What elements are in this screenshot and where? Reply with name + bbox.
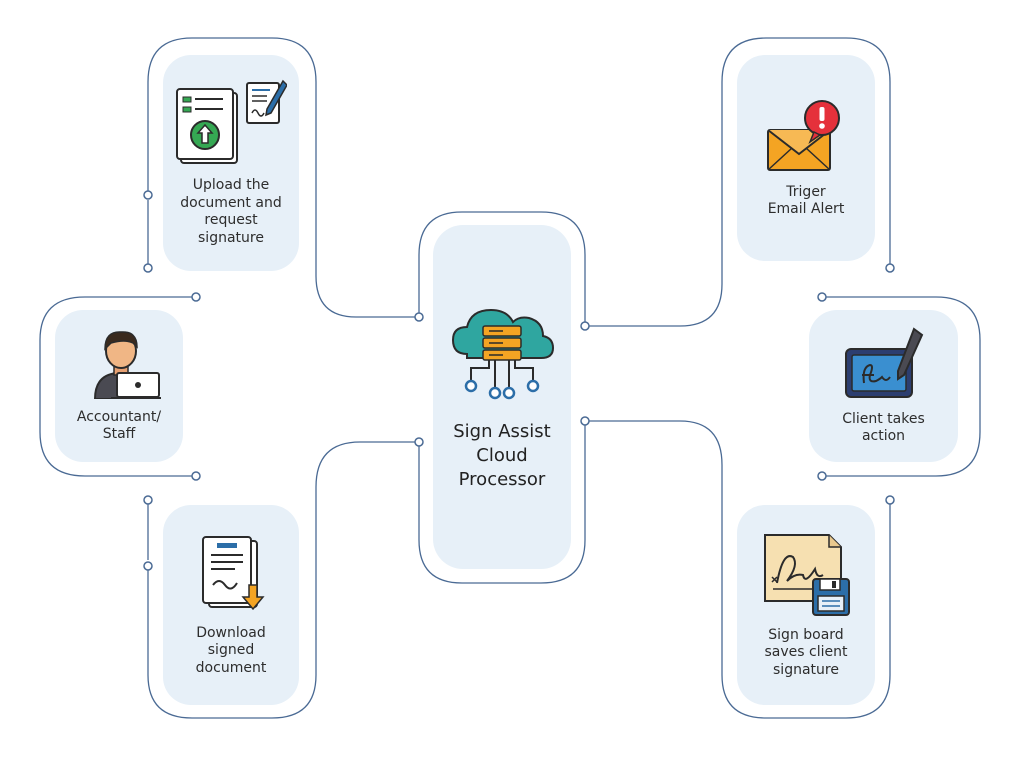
connector-dot — [143, 190, 153, 200]
node-accountant-label: Accountant/ Staff — [76, 408, 162, 443]
node-client-label: Client takes action — [842, 410, 925, 445]
connector-dot — [885, 495, 895, 505]
node-upload: Upload the document and request signatur… — [163, 55, 299, 271]
node-email-label: Triger Email Alert — [767, 183, 845, 218]
node-center: Sign Assist Cloud Processor — [433, 225, 571, 569]
email-alert-icon — [764, 98, 848, 174]
signature-save-icon — [759, 531, 853, 617]
node-center-label: Sign Assist Cloud Processor — [453, 421, 551, 490]
connector-dot — [143, 263, 153, 273]
connector-dot — [885, 263, 895, 273]
connector-dot — [580, 416, 590, 426]
node-client: Client takes action — [809, 310, 958, 462]
connector-dot — [817, 471, 827, 481]
node-signboard-label: Sign board saves client signature — [764, 626, 848, 678]
node-upload-label: Upload the document and request signatur… — [180, 177, 282, 246]
node-accountant: Accountant/ Staff — [55, 310, 183, 462]
connector-dot — [414, 312, 424, 322]
document-download-icon — [191, 533, 271, 615]
document-upload-icon — [175, 79, 287, 167]
node-signboard: Sign board saves client signature — [737, 505, 875, 705]
cloud-server-icon — [447, 302, 557, 402]
signature-tablet-icon — [842, 326, 926, 401]
connector-dot — [191, 292, 201, 302]
accountant-laptop-icon — [77, 329, 161, 399]
node-email: Triger Email Alert — [737, 55, 875, 261]
connector-dot — [414, 437, 424, 447]
connector-dot — [580, 321, 590, 331]
connector-dot — [817, 292, 827, 302]
connector-dot — [143, 561, 153, 571]
node-download-label: Download signed document — [195, 624, 267, 676]
connector-dot — [191, 471, 201, 481]
node-download: Download signed document — [163, 505, 299, 705]
connector-dot — [143, 495, 153, 505]
